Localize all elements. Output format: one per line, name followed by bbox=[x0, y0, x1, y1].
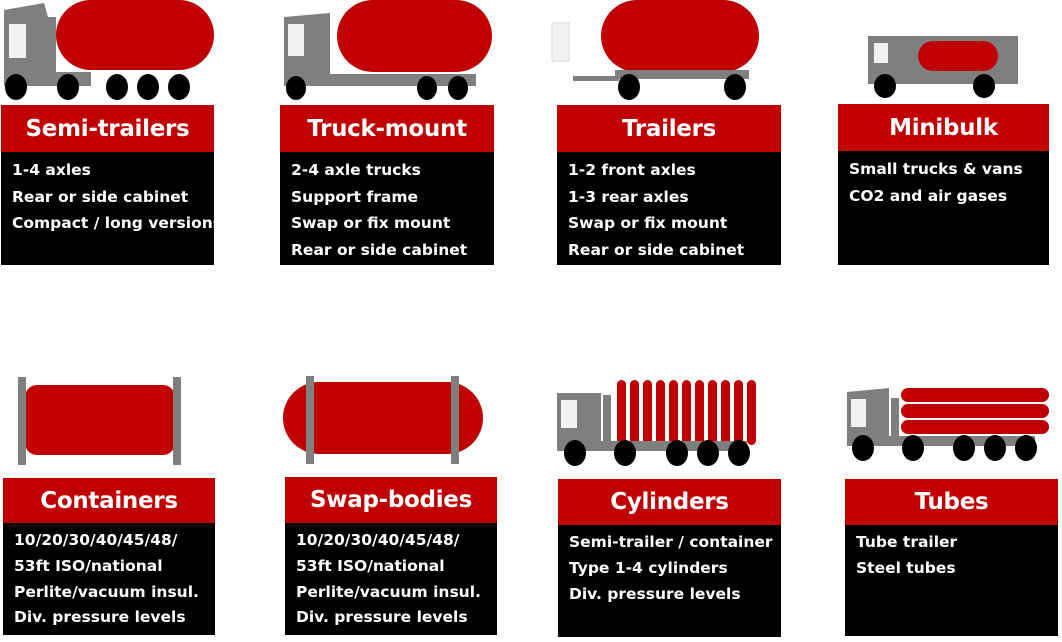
detail-line: Support frame bbox=[291, 187, 418, 206]
detail-line: Div. pressure levels bbox=[296, 608, 468, 627]
detail-line: 1-2 front axles bbox=[568, 161, 696, 179]
detail-line: 1-4 axles bbox=[12, 161, 91, 179]
detail-line: Compact / long versions bbox=[12, 214, 222, 232]
detail-line: Perlite/vacuum insul. bbox=[14, 582, 199, 601]
detail-line: Rear or side cabinet bbox=[12, 187, 189, 206]
card-title: Truck-mount bbox=[280, 105, 494, 152]
detail-line: 10/20/30/40/45/48/ bbox=[14, 531, 178, 549]
minibulk-van-icon bbox=[868, 36, 1018, 98]
iso-container-icon bbox=[18, 377, 181, 465]
card-details: Semi-trailer / container Type 1-4 cylind… bbox=[558, 525, 781, 637]
detail-line: 53ft ISO/national bbox=[296, 556, 445, 575]
card-title: Containers bbox=[3, 478, 215, 523]
truck-mount-icon bbox=[284, 0, 492, 100]
semi-trailer-truck-icon bbox=[4, 0, 214, 100]
detail-line: Rear or side cabinet bbox=[568, 240, 745, 259]
detail-line: Semi-trailer / container bbox=[569, 533, 773, 551]
detail-line: 2-4 axle trucks bbox=[291, 161, 421, 179]
trailer-tank-icon bbox=[551, 0, 759, 100]
detail-line: Rear or side cabinet bbox=[291, 240, 468, 259]
detail-line: Tube trailer bbox=[856, 533, 958, 551]
detail-line: Steel tubes bbox=[856, 558, 956, 577]
card-details: 10/20/30/40/45/48/ 53ft ISO/national Per… bbox=[285, 523, 497, 635]
detail-line: Perlite/vacuum insul. bbox=[296, 582, 481, 601]
detail-line: Swap or fix mount bbox=[568, 214, 728, 232]
card-details: Tube trailer Steel tubes bbox=[845, 525, 1058, 636]
detail-line: CO2 and air gases bbox=[849, 186, 1008, 205]
card-title: Semi-trailers bbox=[1, 105, 214, 152]
tube-trailer-icon bbox=[847, 388, 1049, 461]
swap-body-tank-icon bbox=[283, 376, 483, 464]
card-details: 2-4 axle trucks Support frame Swap or fi… bbox=[280, 152, 494, 265]
cylinder-trailer-icon bbox=[557, 380, 756, 466]
detail-line: Small trucks & vans bbox=[849, 160, 1023, 178]
card-details: 1-4 axles Rear or side cabinet Compact /… bbox=[1, 152, 222, 265]
detail-line: 1-3 rear axles bbox=[568, 187, 689, 206]
card-details: 10/20/30/40/45/48/ 53ft ISO/national Per… bbox=[3, 523, 215, 635]
card-title: Trailers bbox=[557, 105, 781, 152]
detail-line: Swap or fix mount bbox=[291, 214, 451, 232]
card-details: Small trucks & vans CO2 and air gases bbox=[838, 151, 1049, 265]
detail-line: 53ft ISO/national bbox=[14, 556, 163, 575]
detail-line: Div. pressure levels bbox=[569, 584, 741, 603]
card-title: Tubes bbox=[845, 479, 1058, 525]
detail-line: 10/20/30/40/45/48/ bbox=[296, 531, 460, 549]
card-title: Cylinders bbox=[558, 479, 781, 525]
card-title: Minibulk bbox=[838, 104, 1049, 151]
detail-line: Div. pressure levels bbox=[14, 608, 186, 627]
card-details: 1-2 front axles 1-3 rear axles Swap or f… bbox=[557, 152, 781, 265]
card-title: Swap-bodies bbox=[285, 477, 497, 523]
detail-line: Type 1-4 cylinders bbox=[569, 558, 728, 577]
